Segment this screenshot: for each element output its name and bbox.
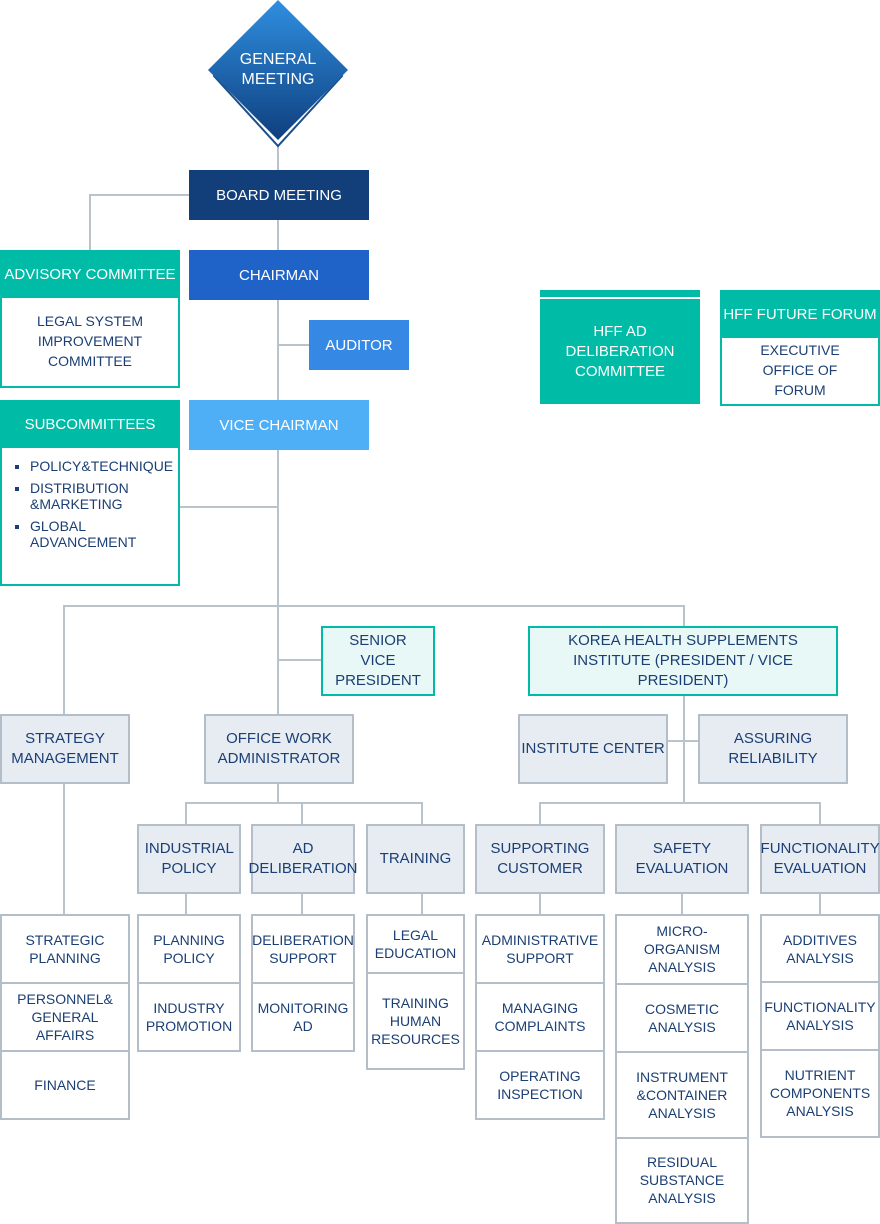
vice-chairman-box: VICE CHAIRMAN [189,400,369,450]
training-box: TRAINING [366,824,465,894]
subcommittee-item: POLICY&TECHNIQUE [30,458,173,474]
unit-item: TRAINING HUMAN RESOURCES [368,971,463,1068]
unit-item: MICRO-ORGANISM ANALYSIS [643,923,721,976]
unit-item: STRATEGIC PLANNING [25,932,105,966]
subcommittees: SUBCOMMITTEES POLICY&TECHNIQUE DISTRIBUT… [0,400,180,586]
diamond-shape [208,0,348,148]
institute-center-box: INSTITUTE CENTER [518,714,668,784]
advisory-committee-title: ADVISORY COMMITTEE [0,250,180,298]
unit-item: MONITORING AD [253,982,353,1050]
training-units: LEGAL EDUCATION TRAINING HUMAN RESOURCES [366,914,465,1070]
unit-item: COSMETIC ANALYSIS [617,982,747,1052]
general-meeting-label: GENERAL MEETING [239,51,317,88]
advisory-committee: ADVISORY COMMITTEE LEGAL SYSTEM IMPROVEM… [0,250,180,388]
supporting-units: ADMINISTRATIVE SUPPORT MANAGING COMPLAIN… [475,914,605,1120]
hff-future-forum-body: EXECUTIVE OFFICE OF FORUM [760,342,840,398]
ad-deliberation-box: AD DELIBERATION [249,824,357,894]
industrial-units: PLANNING POLICY INDUSTRY PROMOTION [137,914,241,1052]
chairman-box: CHAIRMAN [189,250,369,300]
unit-item: MANAGING COMPLAINTS [477,982,603,1050]
subcommittee-item: DISTRIBUTION &MARKETING [30,480,172,512]
unit-item: PERSONNEL& GENERAL AFFAIRS [2,982,128,1050]
hff-future-forum: HFF FUTURE FORUM EXECUTIVE OFFICE OF FOR… [720,290,880,406]
safety-units: MICRO-ORGANISM ANALYSIS COSMETIC ANALYSI… [615,914,749,1224]
auditor-box: AUDITOR [309,320,409,370]
unit-item: NUTRIENT COMPONENTS ANALYSIS [762,1048,878,1136]
senior-vp-box: SENIOR VICE PRESIDENT [321,626,435,696]
unit-item: LEGAL EDUCATION [374,926,457,961]
unit-item: INSTRUMENT &CONTAINER ANALYSIS [617,1051,747,1136]
unit-item: ADDITIVES ANALYSIS [783,931,857,966]
unit-item: DELIBERATION SUPPORT [252,932,354,966]
hff-ad-label: HFF AD DELIBERATION COMMITTEE [565,322,675,380]
board-meeting-box: BOARD MEETING [189,170,369,220]
unit-item: FUNCTIONALITY ANALYSIS [762,981,878,1048]
functionality-evaluation-box: FUNCTIONALITY EVALUATION [760,824,880,894]
unit-item: RESIDUAL SUBSTANCE ANALYSIS [617,1136,747,1222]
unit-item: ADMINISTRATIVE SUPPORT [481,932,599,966]
strategy-units: STRATEGIC PLANNING PERSONNEL& GENERAL AF… [0,914,130,1120]
ad-units: DELIBERATION SUPPORT MONITORING AD [251,914,355,1052]
advisory-committee-body: LEGAL SYSTEM IMPROVEMENT COMMITTEE [36,313,144,369]
subcommittees-list: POLICY&TECHNIQUE DISTRIBUTION &MARKETING… [2,458,178,550]
strategy-management-box: STRATEGY MANAGEMENT [0,714,130,784]
office-admin-box: OFFICE WORK ADMINISTRATOR [204,714,354,784]
functionality-units: ADDITIVES ANALYSIS FUNCTIONALITY ANALYSI… [760,914,880,1138]
unit-item: INDUSTRY PROMOTION [139,982,239,1050]
subcommittee-item: GLOBAL ADVANCEMENT [30,518,172,550]
hff-ad-box: HFF AD DELIBERATION COMMITTEE [540,290,700,406]
unit-item: PLANNING POLICY [153,932,225,966]
subcommittees-title: SUBCOMMITTEES [0,400,180,448]
supporting-customer-box: SUPPORTING CUSTOMER [475,824,605,894]
safety-evaluation-box: SAFETY EVALUATION [615,824,749,894]
unit-item: FINANCE [2,1050,128,1118]
assuring-reliability-box: ASSURING RELIABILITY [698,714,848,784]
hff-future-forum-title: HFF FUTURE FORUM [720,290,880,338]
khsi-box: KOREA HEALTH SUPPLEMENTS INSTITUTE (PRES… [528,626,838,696]
unit-item: OPERATING INSPECTION [477,1050,603,1118]
industrial-policy-box: INDUSTRIAL POLICY [137,824,241,894]
general-meeting-diamond: GENERAL MEETING [208,0,348,150]
